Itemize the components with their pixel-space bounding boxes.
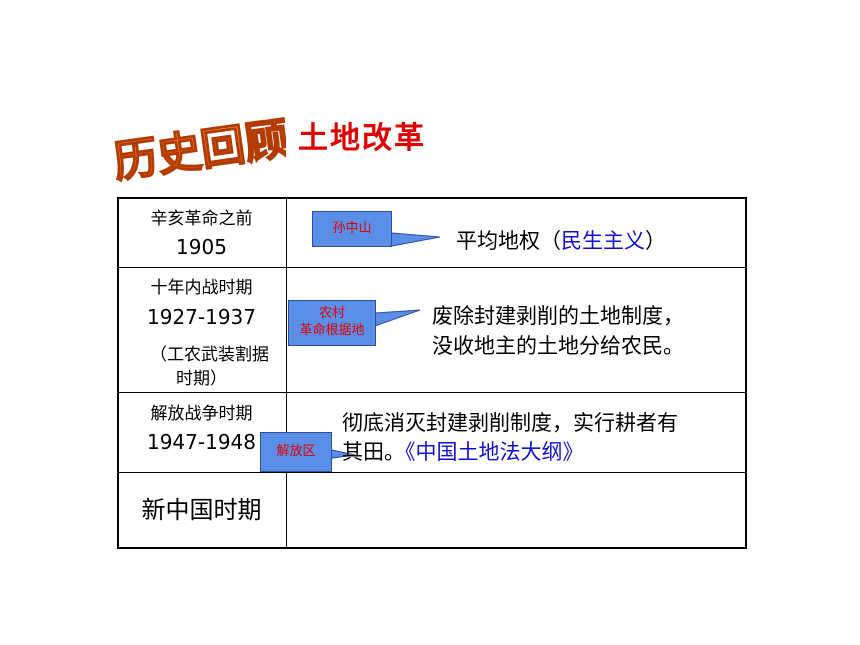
row-divider bbox=[117, 392, 747, 393]
row-divider bbox=[117, 472, 747, 473]
row2-period: 十年内战时期 bbox=[150, 278, 253, 298]
row2-content-line1: 废除封建剥削的土地制度， bbox=[432, 304, 684, 328]
callout-line: 革命根据地 bbox=[299, 323, 365, 338]
row3-content-line2: 其田。《中国土地法大纲》 bbox=[342, 437, 584, 467]
row1-text: ） bbox=[645, 229, 666, 253]
row4-period: 新中国时期 bbox=[141, 496, 262, 524]
row1-text: 平均地权（ bbox=[456, 229, 561, 253]
row1-highlight: 民生主义 bbox=[561, 229, 645, 253]
row3-text: 其田。 bbox=[342, 440, 405, 464]
row3-content-line1: 彻底消灭封建剥削制度，实行耕者有 bbox=[342, 411, 678, 435]
row1-year: 1905 bbox=[176, 235, 227, 259]
callout-rural-base: 农村 革命根据地 bbox=[288, 300, 376, 346]
page-title: 土地改革 bbox=[298, 121, 426, 156]
callout-line: 农村 bbox=[318, 306, 345, 321]
history-review-logo: 历史回顾 bbox=[110, 113, 286, 189]
row3-year: 1947-1948 bbox=[146, 430, 256, 454]
row3-highlight: 《中国土地法大纲》 bbox=[405, 440, 584, 464]
row2-content-line2: 没收地主的土地分给农民。 bbox=[432, 334, 684, 358]
timeline-table bbox=[117, 197, 747, 549]
column-divider bbox=[286, 197, 287, 549]
row1-period: 辛亥革命之前 bbox=[150, 209, 253, 229]
row2-year: 1927-1937 bbox=[146, 305, 256, 329]
row2-note: 时期） bbox=[176, 369, 227, 389]
row1-content: 平均地权（民生主义） bbox=[456, 226, 666, 256]
callout-sun-yatsen: 孙中山 bbox=[312, 211, 392, 247]
callout-liberated-area: 解放区 bbox=[260, 432, 332, 472]
row3-period: 解放战争时期 bbox=[150, 404, 253, 424]
row-divider bbox=[117, 267, 747, 268]
row2-note: （工农武装割据 bbox=[150, 345, 269, 365]
